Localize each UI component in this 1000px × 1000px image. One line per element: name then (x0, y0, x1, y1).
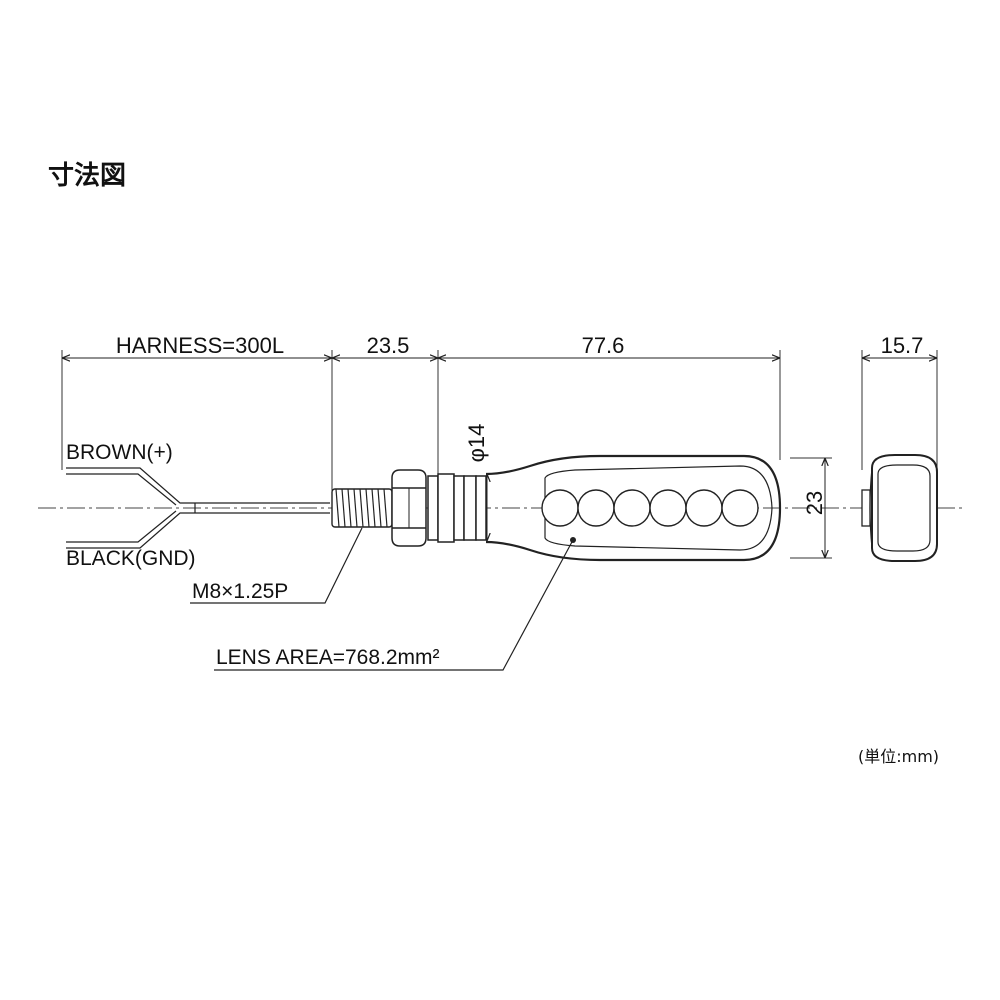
thread-line (353, 488, 358, 528)
extension-lines (61, 350, 938, 559)
lens-area-label: LENS AREA=768.2mm² (216, 646, 440, 669)
thread-line (377, 488, 382, 528)
thread-label: M8×1.25P (192, 580, 288, 603)
thread-line (365, 488, 370, 528)
height-dimension: 23 (802, 491, 827, 515)
led-circle (577, 489, 615, 527)
thread-line (383, 488, 388, 528)
front-view (861, 454, 938, 562)
thread-line (335, 488, 340, 528)
led-circle (541, 489, 579, 527)
dimension-lines (62, 358, 937, 558)
body-length-dimension: 77.6 (582, 333, 625, 358)
thread-leader (190, 527, 363, 604)
wire-harness (66, 467, 330, 549)
harness-dimension: HARNESS=300L (116, 333, 284, 358)
diameter-dimension: φ14 (464, 424, 489, 463)
thread-line (347, 488, 352, 528)
led-circle (613, 489, 651, 527)
led-circle (721, 489, 759, 527)
lens-area-leader (214, 539, 574, 671)
brown-wire-label: BROWN(+) (66, 441, 173, 464)
led-circle (685, 489, 723, 527)
unit-note: (単位:mm) (858, 747, 940, 766)
stem-dimension: 23.5 (367, 333, 410, 358)
page-title: 寸法図 (48, 161, 127, 191)
led-array (541, 489, 759, 527)
thread-line (371, 488, 376, 528)
mount-collar (427, 473, 487, 543)
hex-nut (391, 469, 427, 547)
thread-line (341, 488, 346, 528)
bolt-threads (335, 488, 388, 528)
width-dimension: 15.7 (881, 333, 924, 358)
thread-line (359, 488, 364, 528)
indicator-housing (485, 454, 782, 562)
led-circle (649, 489, 687, 527)
black-wire-label: BLACK(GND) (66, 547, 196, 570)
